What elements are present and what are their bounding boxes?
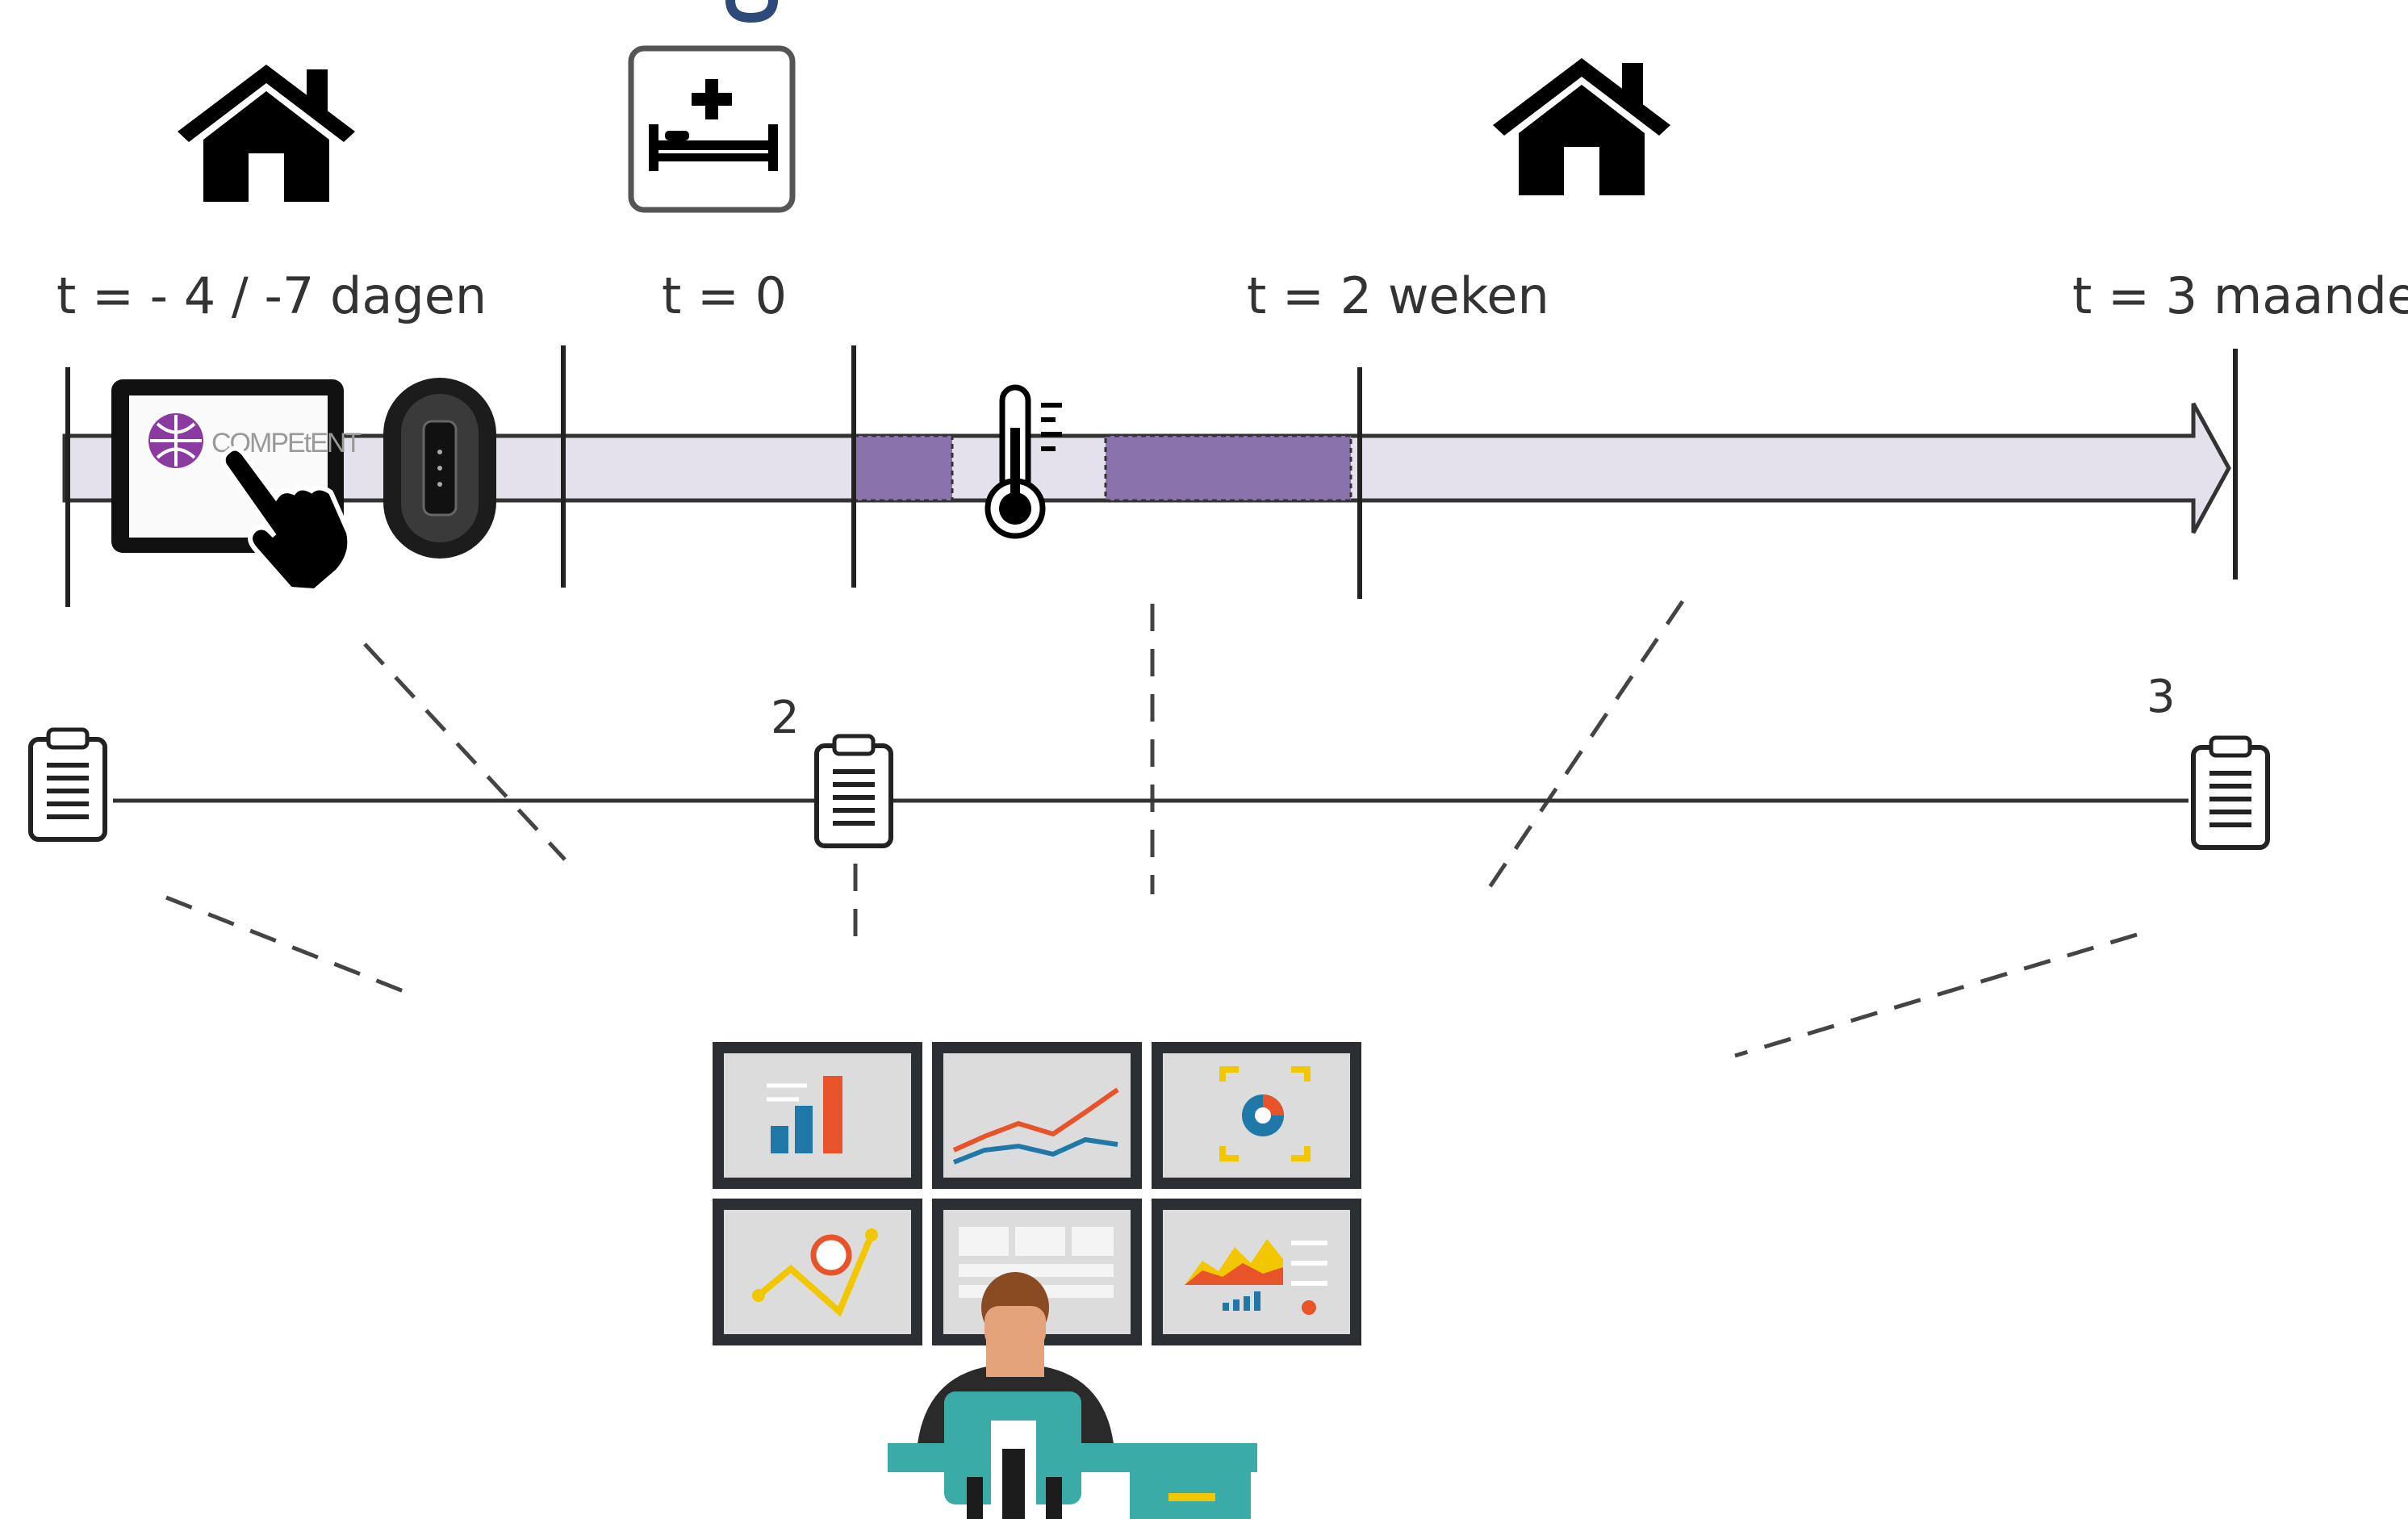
- hospital-stay-segment: [852, 434, 954, 502]
- recovery-segment: [1104, 434, 1352, 502]
- analyst-icon: [888, 1272, 1257, 1519]
- tablet-app-logo-icon: [148, 413, 203, 468]
- trend-chart-screen-icon: [752, 1228, 878, 1317]
- timepoint-label-surgery: t = 0: [662, 266, 787, 325]
- clipboard-icon: [2191, 735, 2270, 850]
- timepoint-label-two-weeks: t = 2 weken: [1247, 266, 1549, 325]
- area-chart-screen-icon: [1185, 1239, 1327, 1315]
- pointing-hand-icon: [220, 446, 353, 594]
- clipboard-icon: [28, 727, 107, 842]
- line-chart-screen-icon: [952, 1087, 1119, 1165]
- fitness-tracker-icon: [383, 378, 496, 559]
- timepoint-label-three-months: t = 3 maanden: [2072, 266, 2408, 325]
- dashboard-screens-icon: [713, 1042, 1361, 1345]
- thermometer-icon: [985, 384, 1062, 539]
- pie-chart-screen-icon: [1219, 1066, 1311, 1161]
- cropped-title-fragment: [725, 0, 778, 23]
- timepoint-label-before-surgery: t = - 4 / -7 dagen: [56, 266, 487, 325]
- home-icon: [178, 65, 355, 202]
- timepoint-ticks: [65, 345, 2238, 607]
- clipboard-icon: [814, 734, 893, 848]
- connector-lines: [165, 600, 2138, 1058]
- questionnaire-number-3: 3: [2147, 671, 2176, 723]
- questionnaire-number-2: 2: [771, 692, 800, 744]
- bar-chart-screen-icon: [767, 1076, 842, 1153]
- hospital-bed-icon: [628, 45, 796, 213]
- home-icon: [1493, 58, 1670, 195]
